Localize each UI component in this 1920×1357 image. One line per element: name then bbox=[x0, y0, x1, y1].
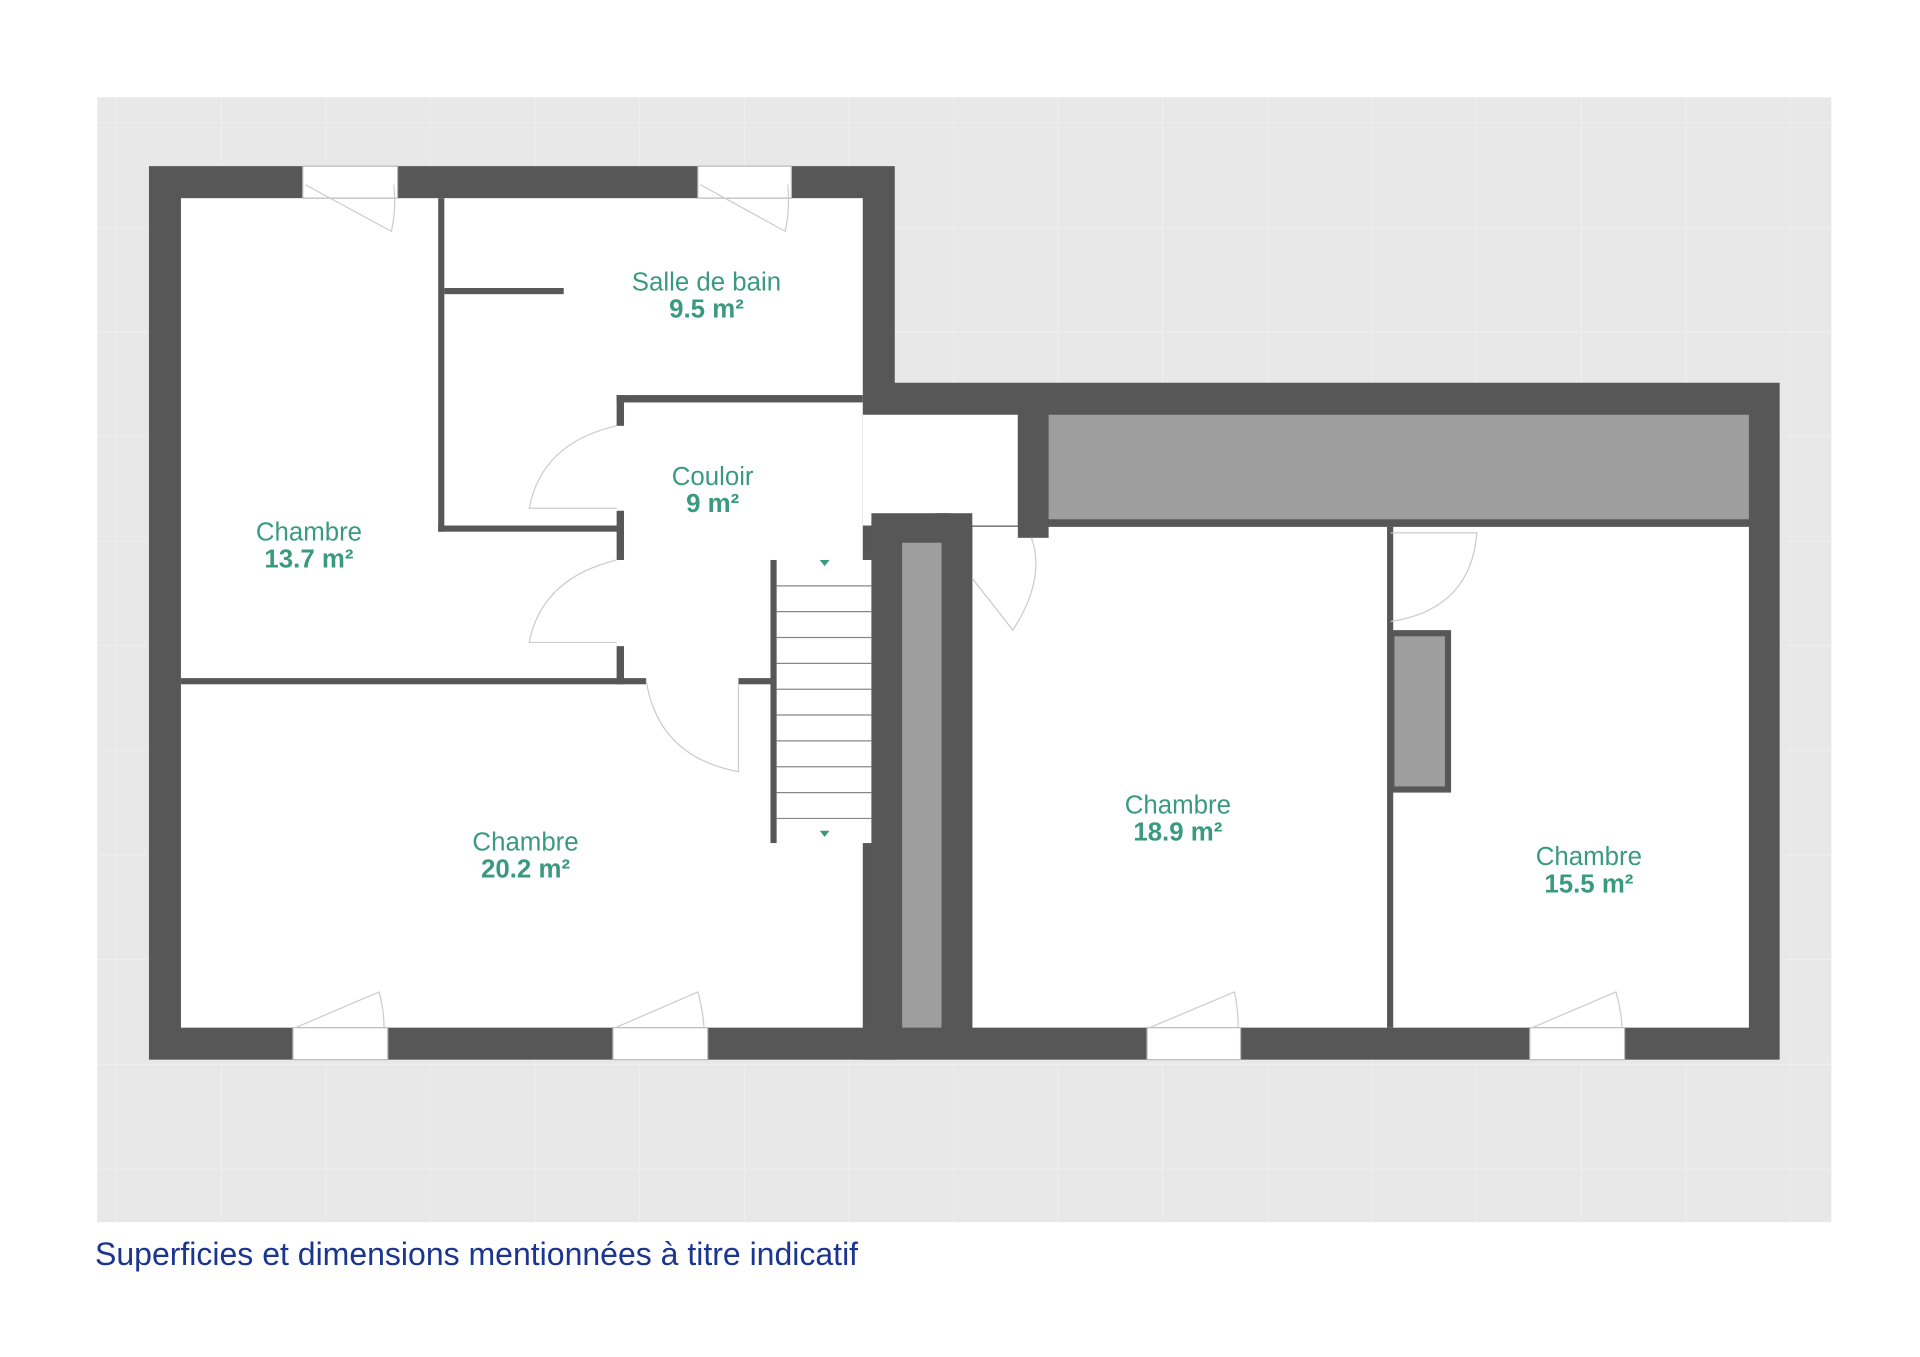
storage-band bbox=[1048, 414, 1749, 520]
room-name: Chambre bbox=[256, 518, 362, 546]
door-swings bbox=[295, 184, 1623, 1029]
disclaimer-text: Superficies et dimensions mentionnées à … bbox=[95, 1236, 859, 1272]
room-name: Couloir bbox=[672, 463, 754, 491]
wall-827 bbox=[1017, 414, 1049, 538]
room-name: Chambre bbox=[1536, 843, 1642, 871]
room-name: Chambre bbox=[472, 828, 578, 856]
staircase bbox=[770, 559, 872, 844]
closet-fill bbox=[1394, 636, 1445, 787]
room-area: 15.5 m² bbox=[1544, 870, 1633, 898]
room-area: 18.9 m² bbox=[1133, 819, 1222, 847]
room-area: 20.2 m² bbox=[481, 856, 570, 884]
room-name: Salle de bain bbox=[632, 268, 781, 296]
wall-band-bottom bbox=[1048, 519, 1749, 527]
room-floors bbox=[180, 198, 1749, 1028]
duct-fill bbox=[902, 542, 942, 1028]
duct-cap bbox=[935, 513, 964, 574]
room-area: 13.7 m² bbox=[264, 545, 353, 573]
room-area: 9 m² bbox=[686, 490, 740, 518]
room-area: 9.5 m² bbox=[669, 296, 744, 324]
room-name: Chambre bbox=[1125, 792, 1231, 820]
windows bbox=[292, 165, 1626, 1061]
